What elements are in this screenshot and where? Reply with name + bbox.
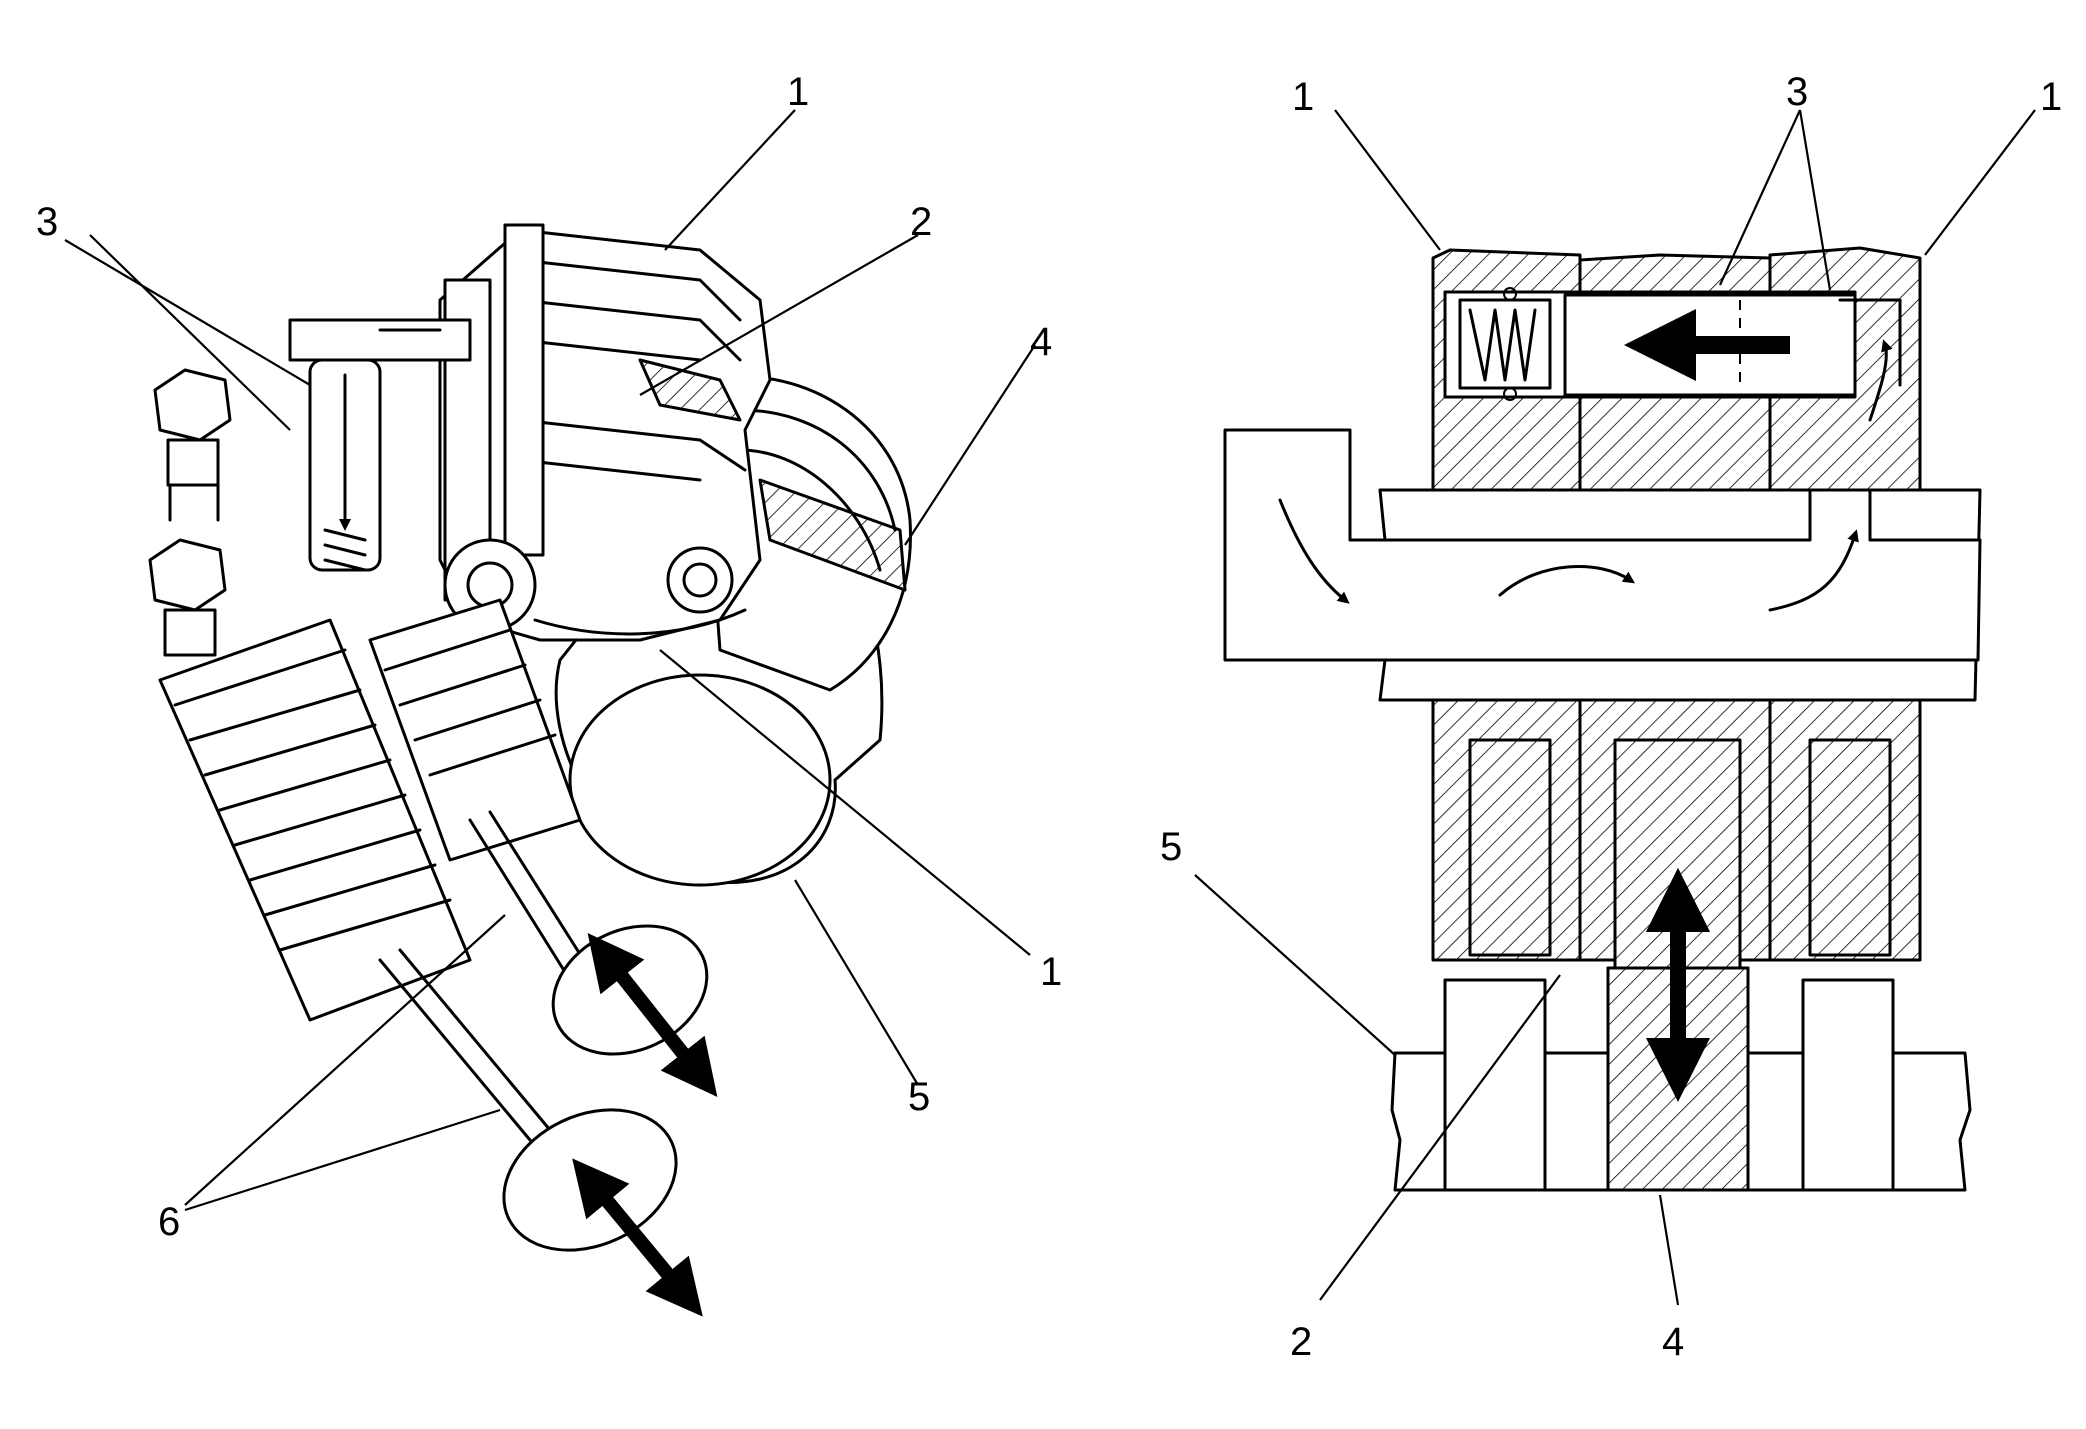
callout-right-4: 4 [1662,1320,1684,1364]
callout-left-4: 4 [1030,320,1052,364]
callout-left-3: 3 [36,200,58,244]
callout-left-6: 6 [158,1200,180,1244]
callout-right-3: 3 [1786,70,1808,114]
oil-flow-arrow-up [1868,339,1893,422]
callout-left-1-bottom: 1 [1040,950,1062,994]
callout-right-1-left: 1 [1292,75,1314,119]
callout-left-2: 2 [910,200,932,244]
valve-spring-rear [368,598,582,862]
adjuster-screw-upper [153,368,232,522]
right-cross-section-drawing: 1 3 1 5 2 4 [1160,70,2062,1364]
valve-stem-1 [468,818,572,982]
oil-flow-arrow-1 [1278,498,1350,604]
callout-left-5: 5 [908,1075,930,1119]
left-rocker-assembly-drawing: 1 2 3 4 1 5 6 [36,70,1062,1317]
rocker-hatched-section [638,358,742,422]
camshaft-end [568,673,832,887]
oil-flow-arrow-3 [1768,529,1859,612]
valve-motion-arrow-2 [572,1158,703,1317]
return-spring [1468,308,1537,382]
valve-stem-2 [378,958,532,1142]
oil-gallery [1223,428,1982,662]
valve-spring-front [158,618,472,1022]
oil-flow-arrow-2 [1498,565,1635,597]
callout-right-2: 2 [1290,1320,1312,1364]
callout-right-1-right: 1 [2040,75,2062,119]
callout-right-5: 5 [1160,825,1182,869]
callout-left-1-top: 1 [787,70,809,114]
valve-motion-arrow-1 [587,933,718,1097]
adjuster-screw-lower [148,538,227,657]
